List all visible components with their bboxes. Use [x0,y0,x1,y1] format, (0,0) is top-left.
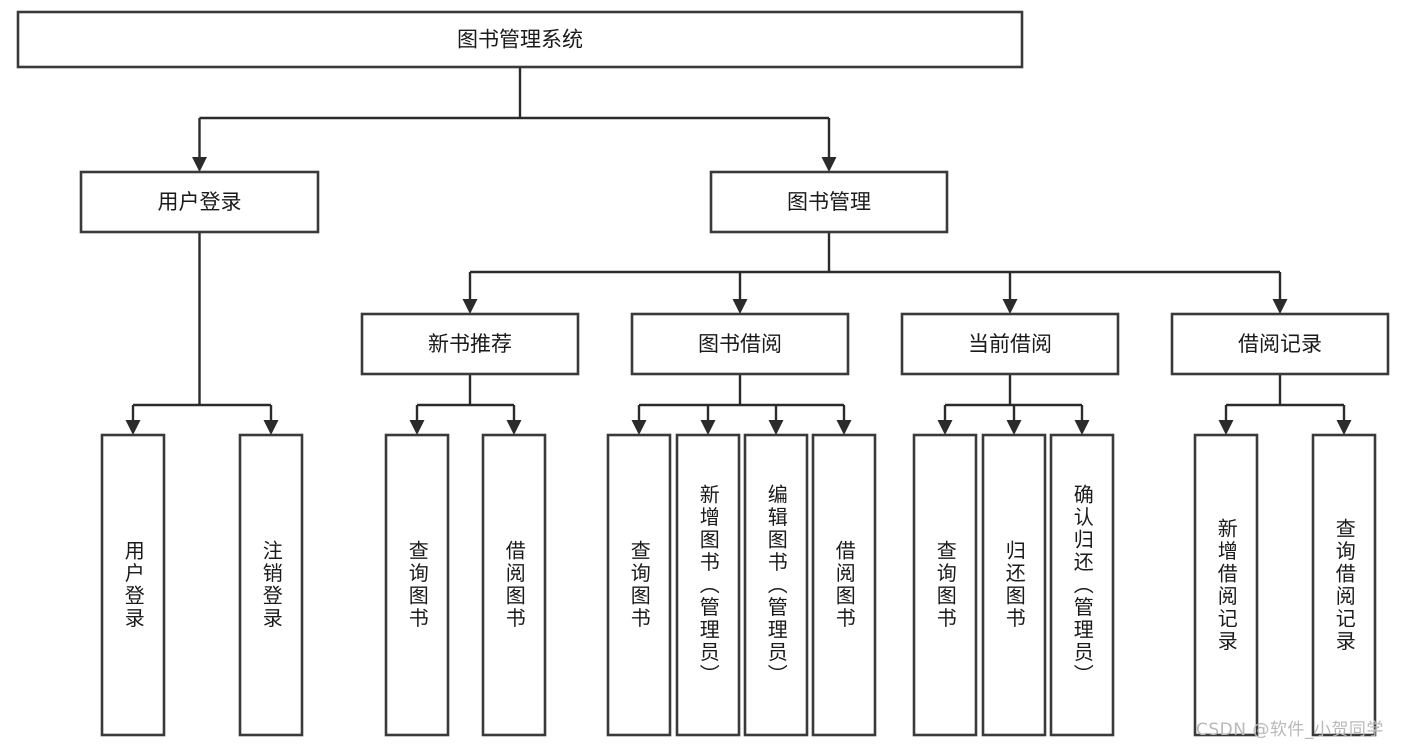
edge-arrowhead [1336,420,1352,435]
edge-arrowhead [768,420,784,435]
edge-arrowhead [462,299,478,314]
edge-arrowhead [506,420,522,435]
node-box-leaf-confirm-return[interactable] [1049,433,1115,737]
node-box-new-book-recommend[interactable] [360,312,580,376]
edge-arrowhead [1218,420,1234,435]
edge-arrowhead [732,299,748,314]
edge-arrowhead [409,420,425,435]
node-box-leaf-add-book[interactable] [675,433,741,737]
edge-arrowhead [125,420,141,435]
node-box-leaf-return-book[interactable] [981,433,1047,737]
node-box-leaf-logout[interactable] [238,433,304,737]
node-label-book-management: 图书管理 [787,190,871,214]
node-box-leaf-user-login[interactable] [100,433,166,737]
node-box-user-login[interactable] [79,170,320,234]
edge-arrowhead [937,420,953,435]
node-box-leaf-query-books-borrow[interactable] [606,433,672,737]
node-box-book-management[interactable] [709,170,949,234]
node-box-book-borrow[interactable] [630,312,850,376]
edge-arrowhead [1006,420,1022,435]
node-box-layer [16,10,1390,737]
node-label-user-login: 用户登录 [158,190,242,214]
edge-arrowhead [1002,299,1018,314]
edge-arrowhead [1074,420,1090,435]
node-box-leaf-borrow-book[interactable] [811,433,877,737]
csdn-watermark: CSDN @软件_小贺同学 [1196,720,1384,740]
node-box-leaf-query-record[interactable] [1311,433,1377,737]
node-box-leaf-add-record[interactable] [1193,433,1259,737]
edge-arrowhead [631,420,647,435]
node-label-new-book-recommend: 新书推荐 [428,332,512,356]
connector-layer [125,67,1352,435]
node-label-root: 图书管理系统 [457,28,583,52]
node-box-borrow-record[interactable] [1170,312,1390,376]
node-label-borrow-record: 借阅记录 [1238,332,1322,356]
edge-arrowhead [1272,299,1288,314]
node-label-book-borrow: 图书借阅 [698,332,782,356]
node-box-current-borrow[interactable] [900,312,1120,376]
edge-arrowhead [263,420,279,435]
node-box-leaf-borrow-books-rec[interactable] [481,433,547,737]
node-label-current-borrow: 当前借阅 [968,332,1052,356]
edge-arrowhead [700,420,716,435]
node-box-leaf-query-books-current[interactable] [912,433,978,737]
edge-arrowhead [836,420,852,435]
node-box-root[interactable] [16,10,1024,69]
node-box-leaf-edit-book[interactable] [743,433,809,737]
node-box-leaf-query-books-rec[interactable] [384,433,450,737]
edge-arrowhead [192,157,207,172]
edge-arrowhead [821,157,837,172]
